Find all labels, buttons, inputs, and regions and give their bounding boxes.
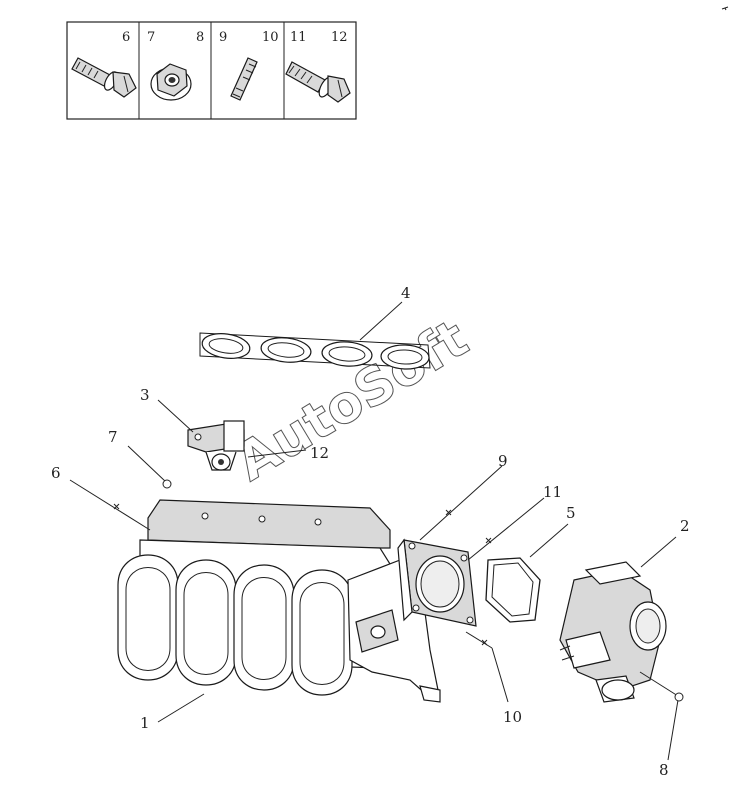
callout-12: 12 <box>310 444 329 462</box>
callout-7: 7 <box>108 428 118 446</box>
flange-bolt-icon <box>285 61 351 103</box>
callout-1: 1 <box>140 714 150 732</box>
callout-4: 4 <box>401 284 411 302</box>
intake-manifold-gasket <box>199 332 431 370</box>
callout-11: 11 <box>543 483 562 501</box>
legend-label-10: 10 <box>262 30 279 45</box>
callout-numbers: 1 2 3 4 5 6 7 8 9 10 11 12 <box>51 284 690 779</box>
stud-icon <box>230 57 258 101</box>
legend-label-12: 12 <box>331 30 348 45</box>
callout-6: 6 <box>51 464 61 482</box>
throttle-adapter-flange <box>397 538 477 627</box>
callout-10: 10 <box>503 708 522 726</box>
intake-manifold <box>117 499 441 703</box>
leader-lines <box>69 301 684 761</box>
throttle-body-gasket <box>485 557 541 623</box>
callout-5: 5 <box>566 504 576 522</box>
fastener-legend-box: 6 7 8 9 10 11 12 <box>66 21 357 120</box>
callout-8: 8 <box>659 761 669 779</box>
legend-label-11: 11 <box>290 30 307 45</box>
flange-nut-icon <box>150 63 192 101</box>
pressure-sensor <box>187 420 245 471</box>
throttle-body <box>559 561 667 703</box>
legend-label-6: 6 <box>122 30 130 45</box>
flange-bolt-icon <box>71 57 137 98</box>
legend-label-7: 7 <box>147 30 155 45</box>
callout-3: 3 <box>140 386 150 404</box>
legend-label-8: 8 <box>196 30 204 45</box>
callout-9: 9 <box>498 452 508 470</box>
callout-2: 2 <box>680 517 690 535</box>
legend-label-9: 9 <box>219 30 227 45</box>
stray-mark <box>721 6 729 11</box>
